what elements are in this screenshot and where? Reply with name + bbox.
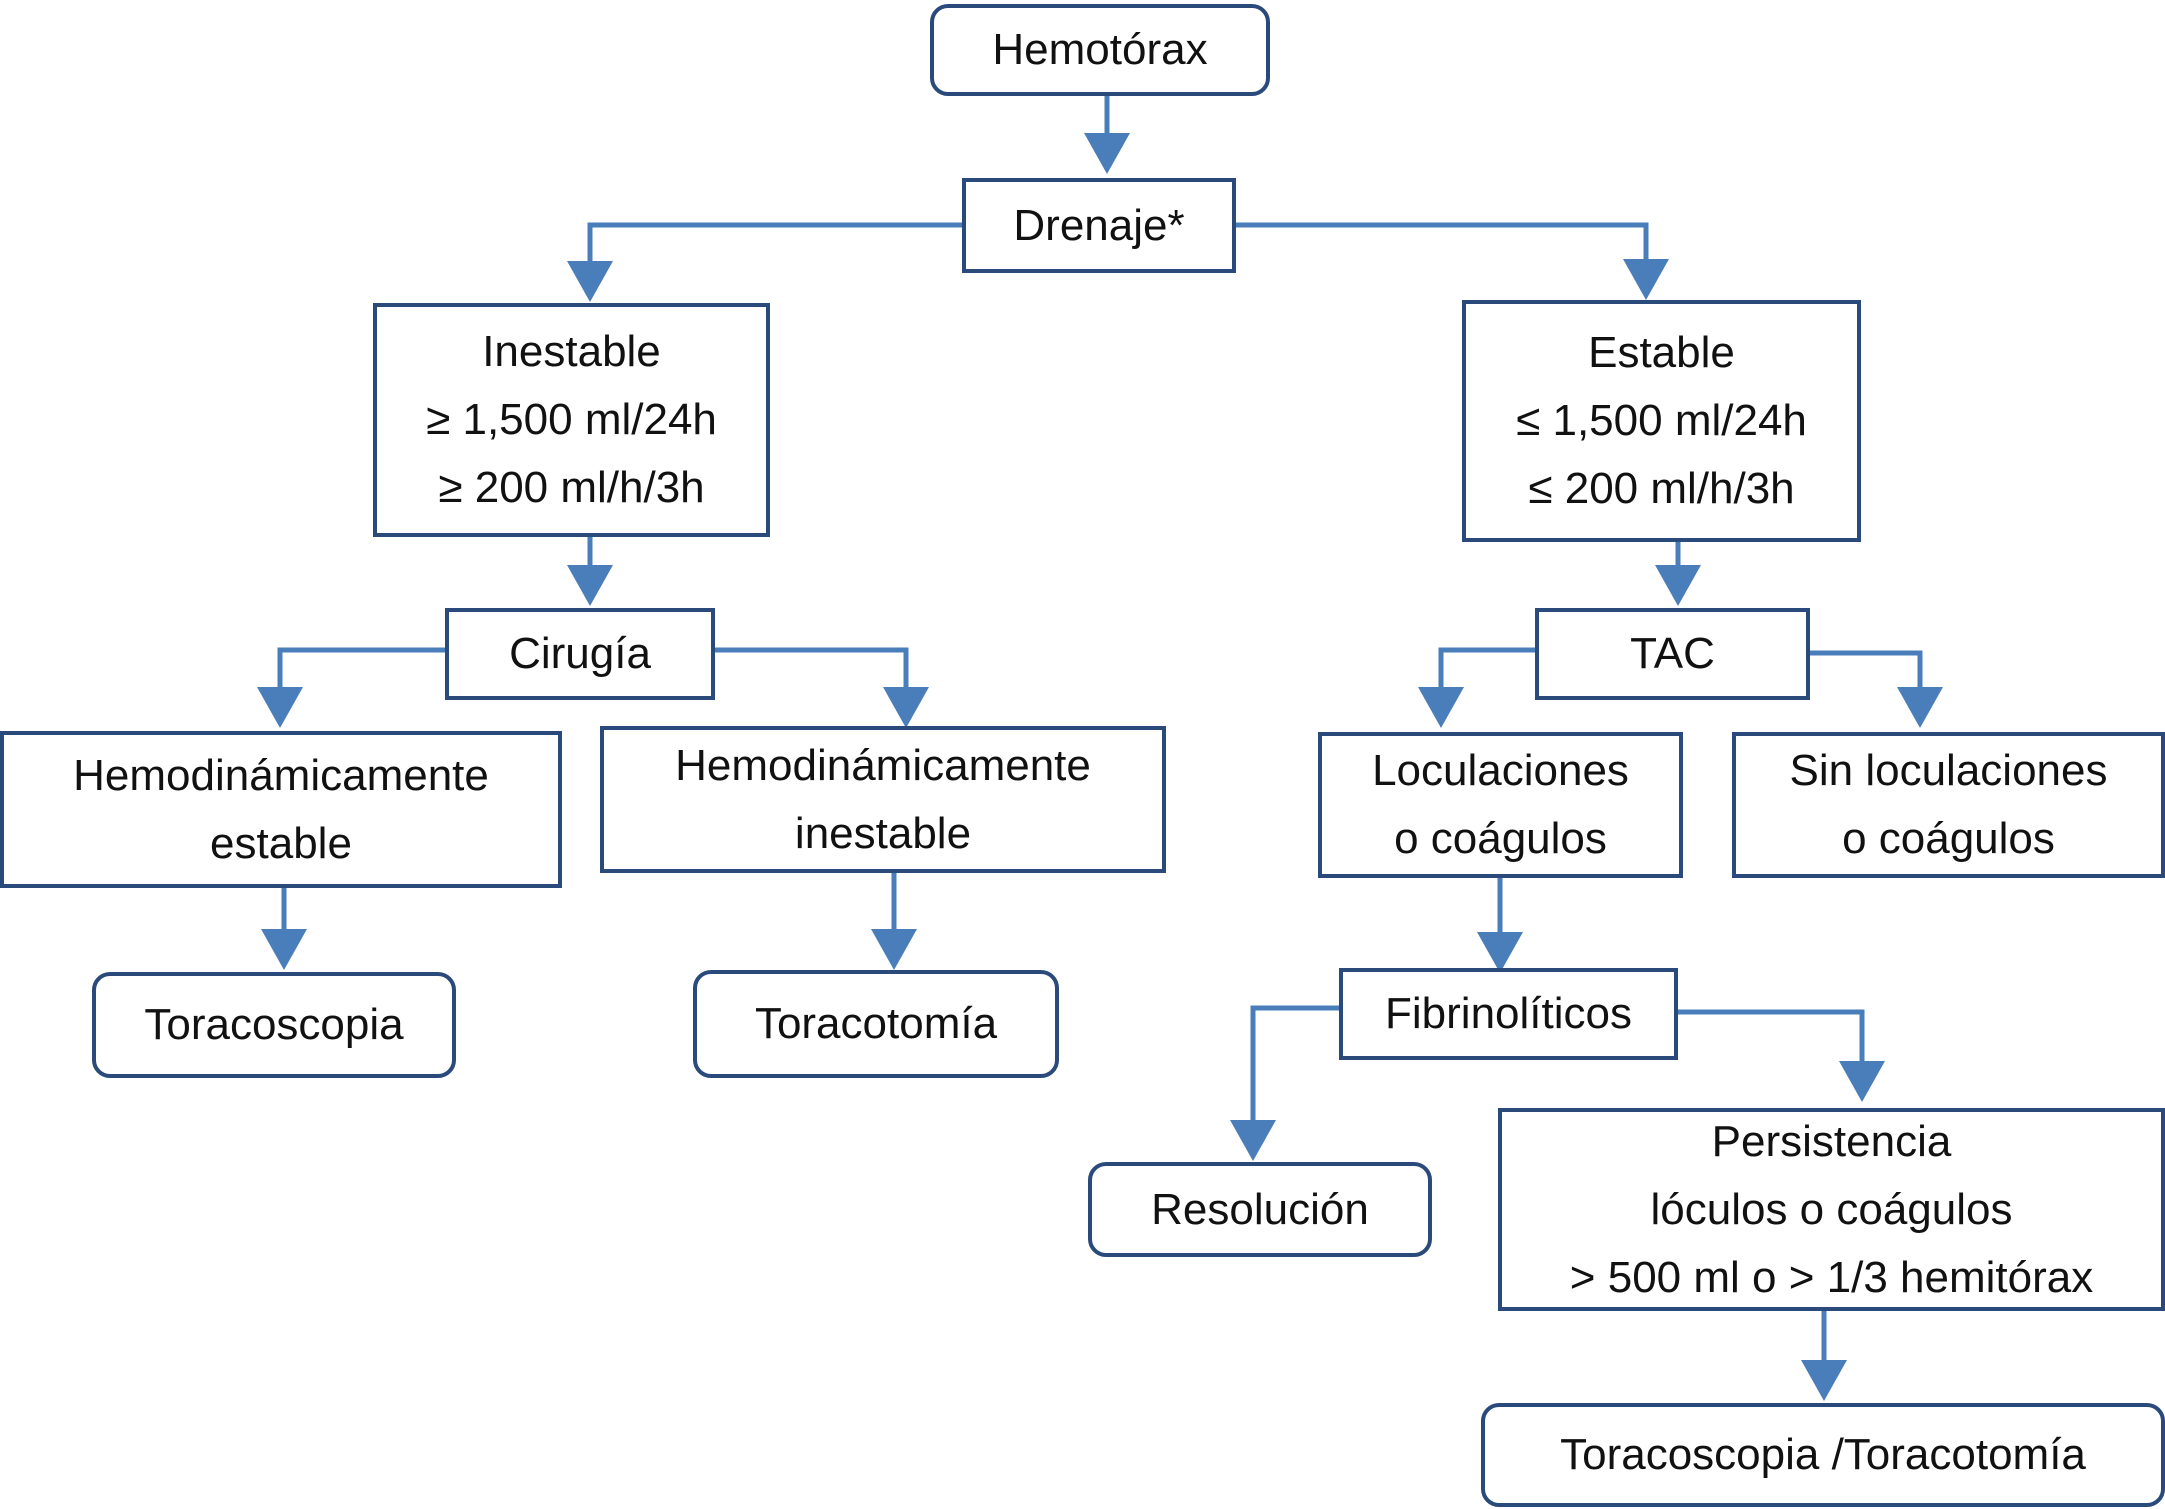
drenaje-node: Drenaje*: [962, 178, 1236, 273]
node-line: o coágulos: [1394, 814, 1607, 863]
arrowhead: [1477, 932, 1523, 973]
arrowhead: [257, 687, 303, 728]
connector-drenaje-estable: [1235, 222, 1649, 264]
connector-cirugia-hemo-inestable: [715, 647, 909, 692]
hemo-estable-node: Hemodinámicamente estable: [0, 731, 562, 888]
node-line: o coágulos: [1842, 814, 2055, 863]
tac-node: TAC: [1535, 608, 1810, 700]
arrowhead: [567, 565, 613, 606]
node-line: ≥ 1,500 ml/24h: [426, 395, 717, 444]
node-line: lóculos o coágulos: [1650, 1184, 2013, 1234]
node-line: Inestable: [482, 327, 661, 376]
persistencia-node: Persistencia lóculos o coágulos > 500 ml…: [1498, 1108, 2165, 1311]
cirugia-node: Cirugía: [445, 608, 715, 700]
node-line: ≤ 1,500 ml/24h: [1516, 396, 1807, 445]
node-line: Toracotomía: [754, 999, 998, 1048]
node-line: Drenaje*: [1013, 200, 1185, 250]
arrowhead: [883, 687, 929, 728]
node-line: Loculaciones: [1372, 746, 1629, 795]
connector-fibrinoliticos-persistencia: [1678, 1009, 1865, 1066]
toracotomia-node: Toracotomía: [693, 970, 1059, 1078]
node-line: ≥ 200 ml/h/3h: [438, 463, 705, 512]
node-line: Toracoscopia: [144, 1000, 404, 1049]
connector-fibrinoliticos-resolucion: [1250, 1005, 1339, 1125]
connector-tac-sin-loculaciones: [1810, 650, 1923, 692]
node-line: Cirugía: [509, 629, 651, 678]
node-line: Fibrinolíticos: [1385, 989, 1632, 1038]
node-line: ≤ 200 ml/h/3h: [1528, 464, 1795, 513]
node-line: inestable: [794, 808, 972, 858]
arrowhead: [261, 929, 307, 970]
node-line: Persistencia: [1711, 1116, 1952, 1166]
node-line: Resolución: [1151, 1184, 1369, 1234]
arrowhead: [567, 261, 613, 302]
node-line: Hemodinámicamente: [675, 740, 1091, 790]
fibrinoliticos-node: Fibrinolíticos: [1339, 968, 1678, 1060]
node-line: Toracoscopia /Toracotomía: [1560, 1430, 2086, 1479]
node-line: TAC: [1630, 629, 1715, 678]
connector-tac-loculaciones: [1438, 647, 1535, 692]
hemo-inestable-node: Hemodinámicamente inestable: [600, 726, 1166, 873]
sin-loculaciones-node: Sin loculaciones o coágulos: [1732, 732, 2165, 878]
arrowhead: [871, 929, 917, 970]
loculaciones-node: Loculaciones o coágulos: [1318, 732, 1683, 878]
node-line: > 500 ml o > 1/3 hemitórax: [1569, 1252, 2094, 1302]
arrowhead: [1655, 565, 1701, 606]
inestable-node: Inestable ≥ 1,500 ml/24h ≥ 200 ml/h/3h: [373, 303, 770, 537]
arrowhead: [1230, 1120, 1276, 1161]
connector-drenaje-inestable: [587, 222, 962, 266]
toracoscopia-toracotomia-node: Toracoscopia /Toracotomía: [1481, 1403, 2165, 1507]
arrowhead: [1623, 259, 1669, 300]
hemotorax-node: Hemotórax: [930, 4, 1270, 96]
arrowhead: [1084, 133, 1130, 174]
node-line: Hemotórax: [992, 25, 1208, 74]
connector-cirugia-hemo-estable: [277, 647, 445, 692]
node-line: Sin loculaciones: [1789, 746, 2108, 795]
node-line: Estable: [1588, 328, 1735, 377]
node-line: estable: [210, 818, 352, 868]
arrowhead: [1801, 1360, 1847, 1401]
node-line: Hemodinámicamente: [73, 750, 489, 800]
arrowhead: [1897, 687, 1943, 728]
arrowhead: [1839, 1061, 1885, 1102]
toracoscopia-node: Toracoscopia: [92, 972, 456, 1078]
estable-node: Estable ≤ 1,500 ml/24h ≤ 200 ml/h/3h: [1462, 300, 1861, 542]
arrowhead: [1418, 687, 1464, 728]
resolucion-node: Resolución: [1088, 1162, 1432, 1257]
